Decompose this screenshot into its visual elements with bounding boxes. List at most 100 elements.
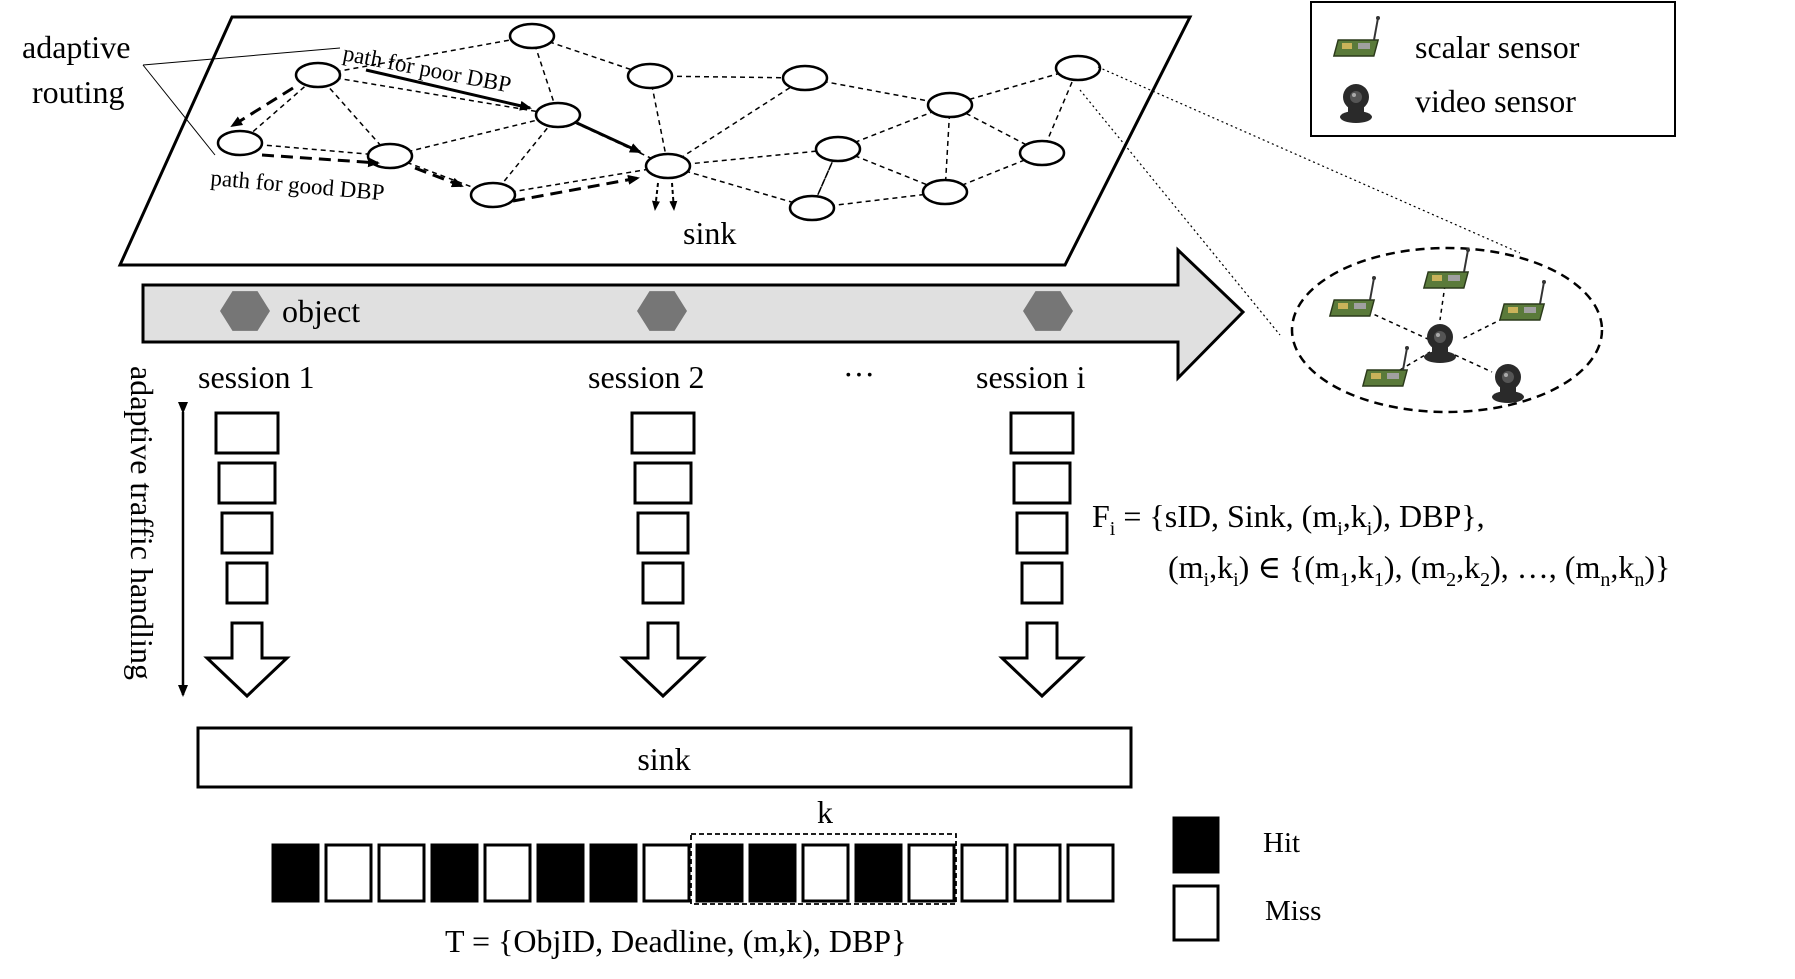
packet-block xyxy=(633,461,693,505)
network-node xyxy=(1018,139,1066,167)
network-node xyxy=(534,101,582,129)
network-node xyxy=(1054,54,1102,82)
network-link xyxy=(557,114,669,167)
poor-dbp-path xyxy=(365,68,642,154)
network-link xyxy=(239,142,391,157)
miss-slot xyxy=(907,843,956,903)
packet-block xyxy=(1015,511,1069,555)
miss-slot xyxy=(960,843,1009,903)
network-node xyxy=(781,64,829,92)
network-link xyxy=(944,104,951,193)
object-hexagon-icon xyxy=(1023,291,1073,331)
legend-video-label: video sensor xyxy=(1415,83,1576,119)
packet-block xyxy=(630,411,696,455)
session-2-label: session 2 xyxy=(588,359,704,395)
network-node xyxy=(788,194,836,222)
miss-legend-label: Miss xyxy=(1265,895,1321,927)
session-packet-stacks xyxy=(203,411,1086,699)
sink-box-label: sink xyxy=(637,741,690,777)
network-sink-label: sink xyxy=(683,215,736,251)
hit-slot xyxy=(695,843,744,903)
network-link xyxy=(317,35,533,76)
network-plane xyxy=(117,15,1193,267)
packet-block xyxy=(220,511,274,555)
packet-block xyxy=(636,511,690,555)
network-link xyxy=(649,75,669,167)
legend-scalar-label: scalar sensor xyxy=(1415,29,1580,65)
miss-slot xyxy=(801,843,850,903)
network-link xyxy=(949,67,1079,106)
network-node xyxy=(294,61,342,89)
miss-slot xyxy=(483,843,532,903)
network-node xyxy=(216,129,264,157)
sensor-legend-box xyxy=(1310,1,1676,137)
network-node xyxy=(814,135,862,163)
network-node xyxy=(926,91,974,119)
down-arrow xyxy=(619,621,707,699)
formula-f-line2: (mi,ki) ∈ {(m1,k1), (m2,k2), …, (mn,kn)} xyxy=(1168,549,1670,591)
sink-box xyxy=(196,726,1133,789)
network-link xyxy=(317,74,391,157)
formula-t: T = {ObjID, Deadline, (m,k), DBP} xyxy=(445,923,906,959)
network-node xyxy=(644,152,692,180)
hit-legend-label: Hit xyxy=(1263,827,1300,859)
hit-legend-swatch xyxy=(1172,816,1220,874)
packet-block xyxy=(641,561,685,605)
session-i-label: session i xyxy=(976,359,1085,395)
routing-label-line1: adaptive xyxy=(22,29,130,65)
network-node xyxy=(626,62,674,90)
network-link xyxy=(667,165,813,209)
routing-leader-1 xyxy=(142,47,341,66)
network-node xyxy=(469,181,517,209)
network-node xyxy=(508,22,556,50)
network-link xyxy=(492,165,669,196)
network-link xyxy=(667,148,839,167)
hit-slot xyxy=(589,843,638,903)
hit-slot xyxy=(430,843,479,903)
hit-slot xyxy=(271,843,320,903)
packet-block xyxy=(225,561,269,605)
network-nodes xyxy=(216,22,1102,222)
network-link xyxy=(1041,67,1079,154)
network-node xyxy=(921,178,969,206)
miss-slot xyxy=(377,843,426,903)
object-hexagon-icon xyxy=(637,291,687,331)
hit-slot xyxy=(536,843,585,903)
network-link xyxy=(804,77,951,106)
miss-legend-swatch xyxy=(1172,884,1220,942)
hit-slot xyxy=(748,843,797,903)
routing-leader-2 xyxy=(142,64,216,156)
hit-slot xyxy=(854,843,903,903)
session-1-label: session 1 xyxy=(198,359,314,395)
packet-block xyxy=(1012,461,1072,505)
packet-block xyxy=(217,461,277,505)
network-link xyxy=(531,35,559,116)
zoom-line-top xyxy=(1097,66,1521,254)
packet-block xyxy=(1009,411,1075,455)
formula-f-line1: Fi = {sID, Sink, (mi,ki), DBP}, xyxy=(1092,498,1485,540)
down-arrow xyxy=(998,621,1086,699)
hit-miss-sequence xyxy=(271,843,1115,903)
packet-block xyxy=(1020,561,1064,605)
k-window xyxy=(690,833,957,905)
packet-block xyxy=(214,411,280,455)
miss-slot xyxy=(324,843,373,903)
session-ellipsis: ··· xyxy=(843,356,875,392)
object-timeline-arrow xyxy=(141,246,1246,382)
network-link xyxy=(317,74,559,116)
miss-slot xyxy=(1066,843,1115,903)
network-node xyxy=(366,142,414,170)
routing-label-line2: routing xyxy=(32,74,124,110)
traffic-handling-label: adaptive traffic handling xyxy=(124,366,160,680)
object-hexagon-icon xyxy=(220,291,270,331)
miss-slot xyxy=(1013,843,1062,903)
k-window-label: k xyxy=(817,794,833,830)
down-arrow xyxy=(203,621,291,699)
object-hexagons xyxy=(220,291,1073,331)
network-link xyxy=(649,75,806,79)
network-link xyxy=(492,114,559,196)
network-link xyxy=(667,77,806,167)
object-label: object xyxy=(282,293,360,329)
miss-slot xyxy=(642,843,691,903)
